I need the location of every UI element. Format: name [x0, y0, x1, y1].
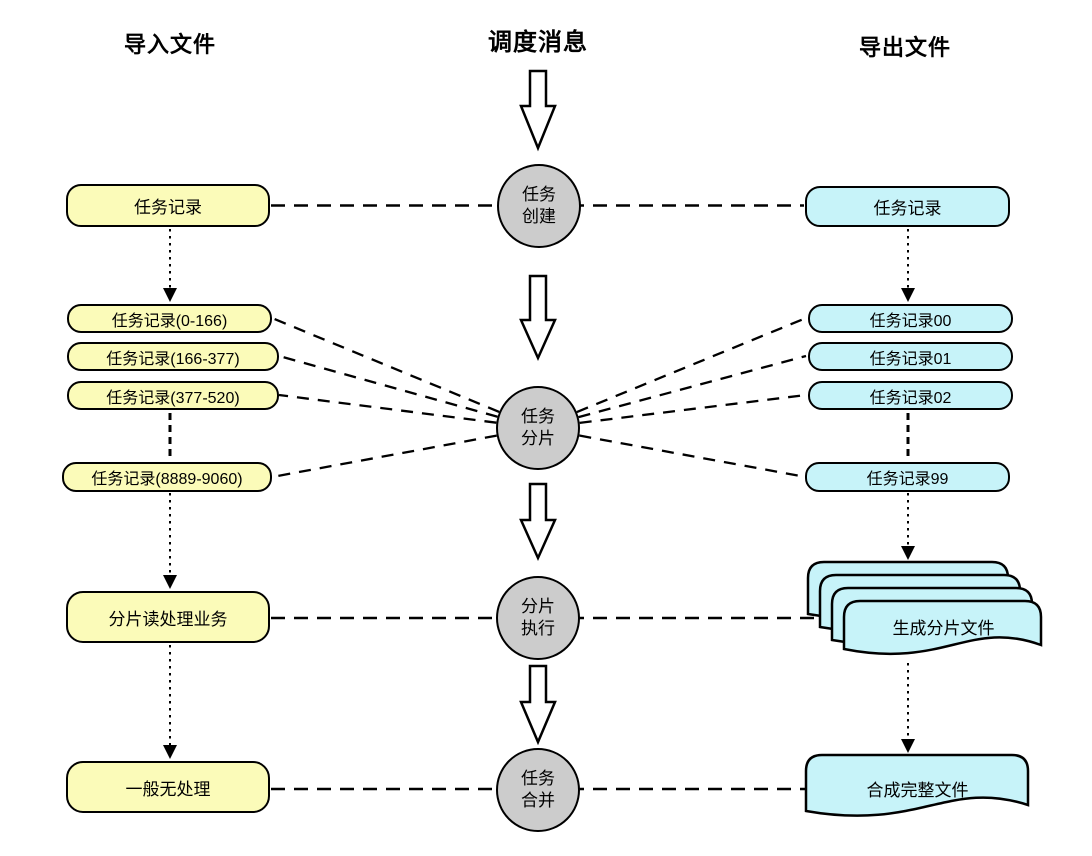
fan-left-shard2 — [278, 354, 539, 430]
fan-left-shard3 — [278, 393, 539, 430]
import-no-process-box: 一般无处理 — [66, 761, 270, 813]
import-task-record-box: 任务记录 — [66, 184, 270, 227]
flow-arrow-1 — [519, 69, 557, 152]
shard-ellipsis-dashes — [168, 413, 910, 460]
arrowhead-right-1 — [901, 288, 915, 302]
dotted-arrowheads — [163, 288, 915, 759]
task-create-line1: 任务 — [522, 184, 556, 204]
export-task-record-box: 任务记录 — [805, 186, 1010, 227]
merged-file-doc-label: 合成完整文件 — [866, 780, 969, 800]
fan-left-shard4 — [271, 426, 539, 479]
export-shard-box-1: 任务记录00 — [808, 304, 1013, 333]
export-shard-box-3: 任务记录02 — [808, 381, 1013, 410]
import-column-header: 导入文件 — [123, 32, 216, 57]
shard-execute-line1: 分片 — [521, 596, 555, 616]
task-merge-line1: 任务 — [521, 768, 555, 788]
arrowhead-right-3 — [901, 739, 915, 753]
task-split-circle: 任务 分片 — [496, 386, 580, 470]
shard-fan-connectors — [271, 316, 807, 479]
import-shard-box-2: 任务记录(166-377) — [67, 342, 279, 371]
shard-files-doc-stack — [806, 560, 1043, 656]
flow-arrow-4 — [519, 664, 557, 746]
merged-file-doc-shape — [804, 753, 1030, 817]
shard-execute-line2: 执行 — [521, 619, 555, 638]
flow-arrow-2 — [519, 274, 557, 362]
import-shard-process-box: 分片读处理业务 — [66, 591, 270, 643]
shard-files-doc-label: 生成分片文件 — [892, 618, 995, 638]
export-shard-box-2: 任务记录01 — [808, 342, 1013, 371]
scheduler-column-header: 调度消息 — [488, 29, 588, 56]
fan-right-shard3 — [537, 393, 807, 430]
arrowhead-right-2 — [901, 546, 915, 560]
export-column-header: 导出文件 — [858, 35, 951, 60]
flow-arrow-3 — [519, 482, 557, 562]
fan-right-shard4 — [537, 426, 807, 479]
arrowhead-left-1 — [163, 288, 177, 302]
scheduler-flow-arrows — [519, 69, 557, 746]
fan-left-shard1 — [271, 316, 539, 430]
fan-right-shard1 — [537, 316, 807, 430]
import-shard-box-3: 任务记录(377-520) — [67, 381, 279, 410]
task-merge-circle: 任务 合并 — [496, 748, 580, 832]
fan-right-shard2 — [537, 354, 807, 430]
task-create-line2: 创建 — [522, 207, 556, 226]
task-create-circle: 任务 创建 — [497, 164, 581, 248]
doc-stack-layer-front — [842, 599, 1043, 656]
import-shard-box-4: 任务记录(8889-9060) — [62, 462, 272, 492]
arrowhead-left-3 — [163, 745, 177, 759]
task-split-line1: 任务 — [521, 406, 555, 426]
shard-execute-circle: 分片 执行 — [496, 576, 580, 660]
import-shard-box-1: 任务记录(0-166) — [67, 304, 272, 333]
export-shard-box-4: 任务记录99 — [805, 462, 1010, 492]
arrowhead-left-2 — [163, 575, 177, 589]
task-merge-line2: 合并 — [521, 791, 555, 810]
task-split-line2: 分片 — [521, 429, 555, 448]
